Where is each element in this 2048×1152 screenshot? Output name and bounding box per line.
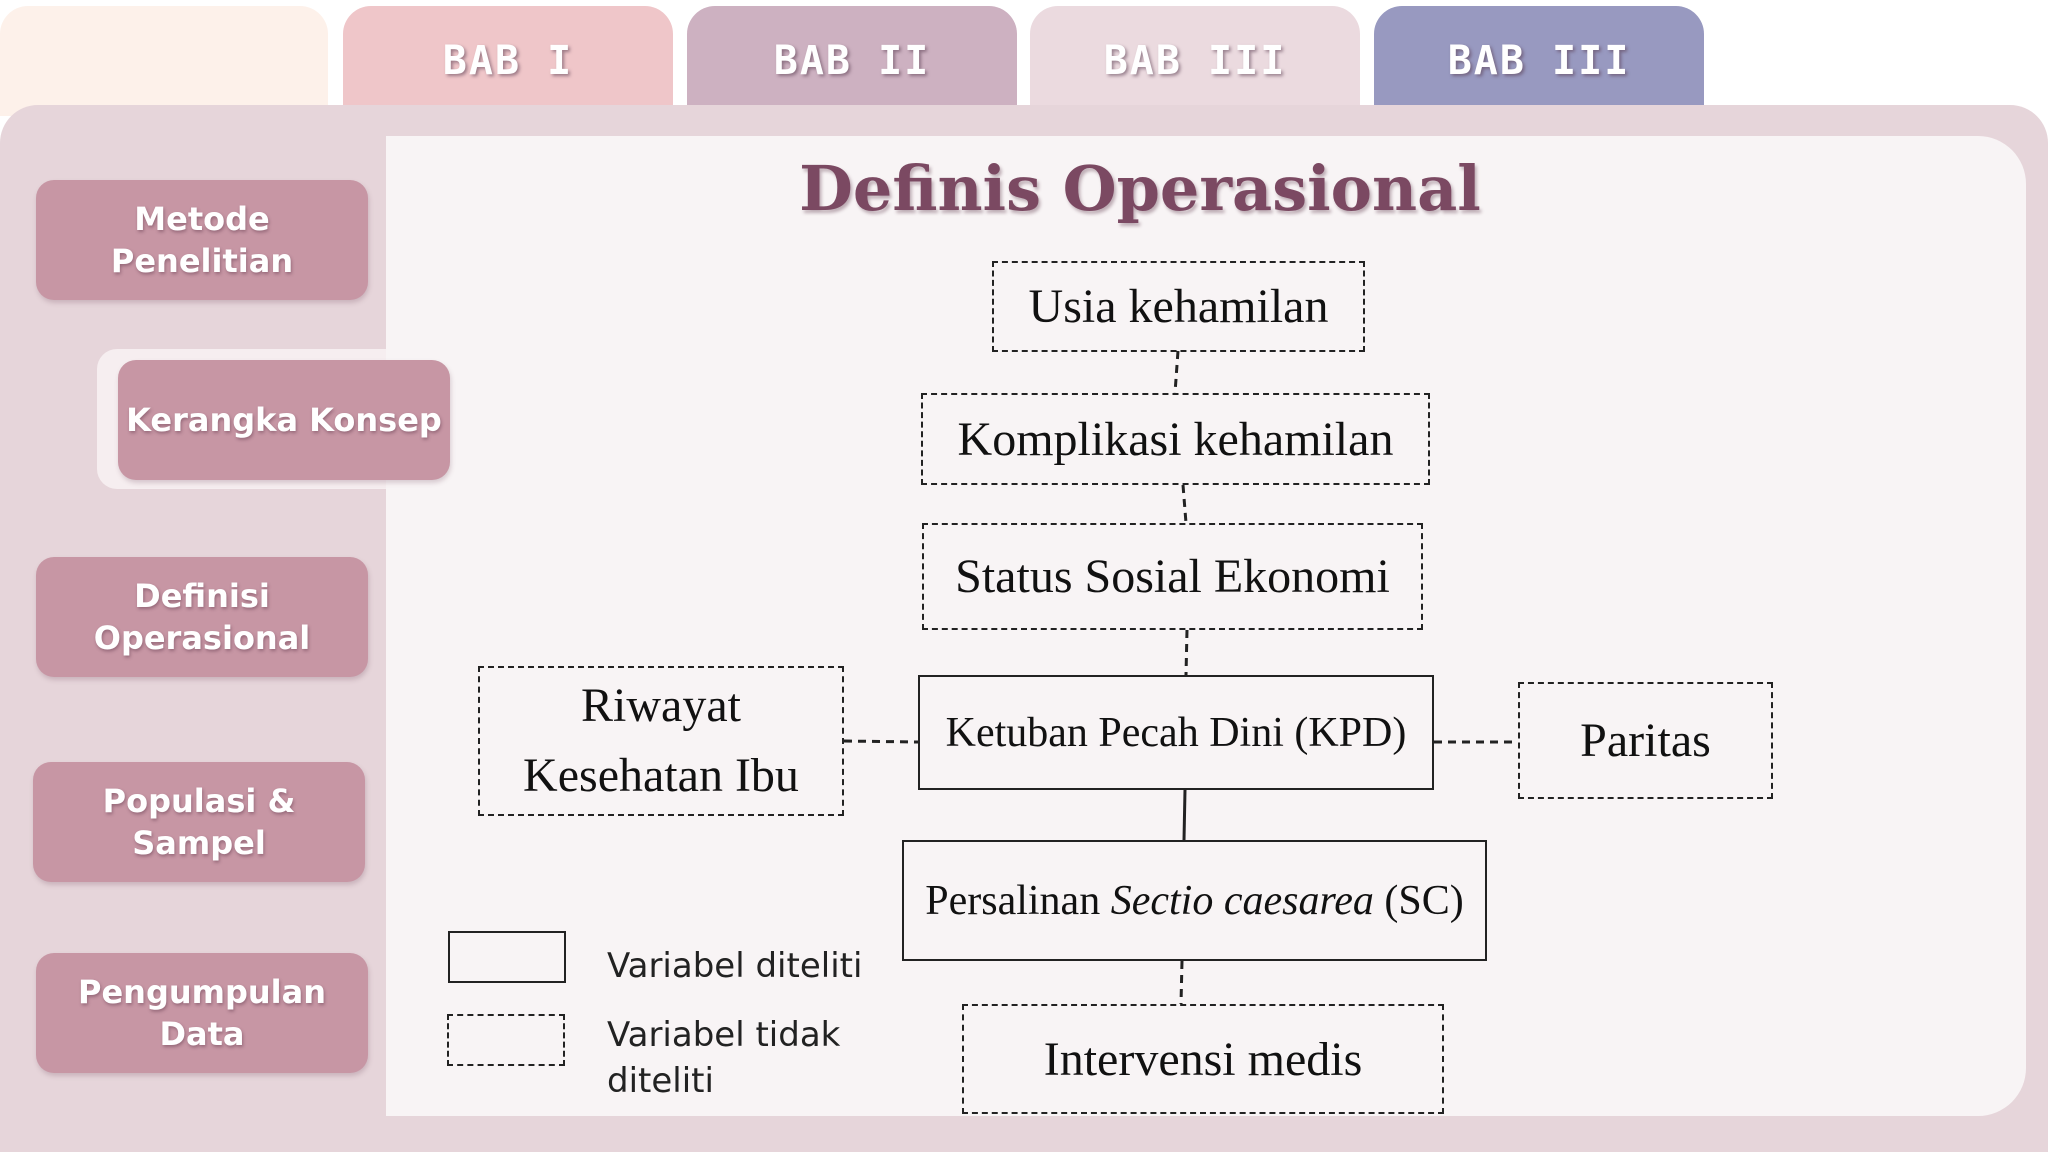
connector-komplikasi-status	[1181, 484, 1188, 524]
node-sc-italic: Sectio caesarea	[1110, 877, 1374, 924]
node-persalinan-sc: Persalinan Sectio caesarea (SC)	[902, 840, 1487, 961]
legend-solid-box	[448, 931, 566, 983]
node-sc-suffix: (SC)	[1373, 877, 1464, 924]
sidebar-item-pengumpulan-data[interactable]: Pengumpulan Data	[36, 953, 368, 1073]
legend-dashed-label-line-2: diteliti	[607, 1061, 714, 1101]
node-ketuban-pecah-dini: Ketuban Pecah Dini (KPD)	[918, 675, 1434, 790]
tab-blank	[0, 6, 328, 116]
node-riwayat-line-1: Riwayat	[581, 679, 741, 732]
tab-bab-3[interactable]: BAB III	[1030, 6, 1360, 116]
connector-usia-komplikasi	[1173, 350, 1180, 394]
node-intervensi-medis: Intervensi medis	[962, 1004, 1444, 1114]
sidebar-item-metode-penelitian[interactable]: Metode Penelitian	[36, 180, 368, 300]
legend-dashed-label: Variabel tidak diteliti	[607, 1012, 840, 1104]
connector-riwayat-kpd	[843, 739, 919, 744]
connector-status-kpd	[1184, 629, 1189, 676]
sidebar-item-populasi-sampel[interactable]: Populasi & Sampel	[33, 762, 365, 882]
sidebar-item-kerangka-konsep[interactable]: Kerangka Konsep	[118, 360, 450, 480]
node-riwayat-line-2: Kesehatan Ibu	[523, 749, 799, 802]
tab-bab-3-alt[interactable]: BAB III	[1374, 6, 1704, 116]
node-paritas: Paritas	[1518, 682, 1773, 799]
content-panel	[386, 136, 2026, 1116]
node-usia-kehamilan: Usia kehamilan	[992, 261, 1365, 352]
node-status-sosial-ekonomi: Status Sosial Ekonomi	[922, 523, 1423, 630]
node-sc-prefix: Persalinan	[925, 877, 1111, 924]
connector-sc-intervensi	[1179, 960, 1184, 1005]
tab-bab-1[interactable]: BAB I	[343, 6, 673, 116]
legend-solid-label: Variabel diteliti	[607, 946, 863, 986]
tab-bab-2[interactable]: BAB II	[687, 6, 1017, 116]
connector-kpd-sc	[1182, 789, 1187, 841]
legend-dashed-box	[447, 1014, 565, 1066]
node-riwayat-kesehatan-ibu: Riwayat Kesehatan Ibu	[478, 666, 844, 816]
sidebar-item-definisi-operasional[interactable]: Definisi Operasional	[36, 557, 368, 677]
node-komplikasi-kehamilan: Komplikasi kehamilan	[921, 393, 1430, 485]
page-title: Definis Operasional	[799, 152, 1481, 225]
legend-dashed-label-line-1: Variabel tidak	[607, 1015, 841, 1055]
